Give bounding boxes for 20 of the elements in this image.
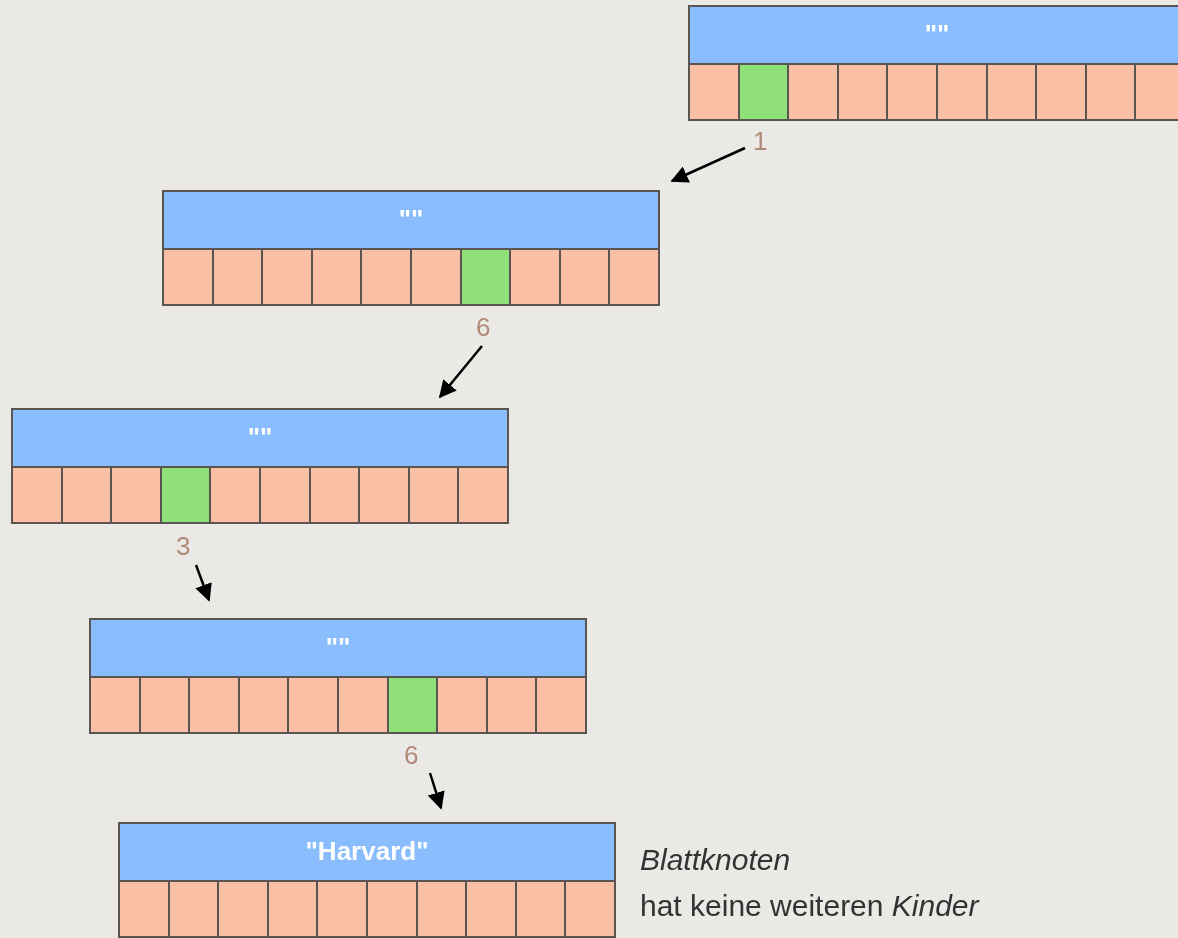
trie-node	[89, 618, 587, 734]
note-text: hat keine weiteren Kinder	[640, 888, 979, 924]
trie-node	[11, 408, 509, 524]
child-index: 6	[404, 740, 419, 770]
node-key: "Harvard"	[118, 822, 616, 882]
child-index: 3	[176, 531, 191, 561]
trie-node	[162, 190, 660, 306]
node-key: ""	[11, 408, 509, 468]
child-index: 6	[476, 312, 491, 342]
arrow	[438, 345, 483, 399]
trie-node	[688, 5, 1178, 121]
arrow	[194, 564, 212, 602]
node-key: ""	[162, 190, 660, 250]
note-text: Blattknoten	[640, 842, 791, 878]
node-key: ""	[89, 618, 587, 678]
node-key: ""	[688, 5, 1178, 65]
arrow	[670, 146, 746, 183]
trie-node	[118, 822, 616, 938]
arrow	[427, 772, 445, 810]
child-index: 1	[753, 126, 768, 156]
